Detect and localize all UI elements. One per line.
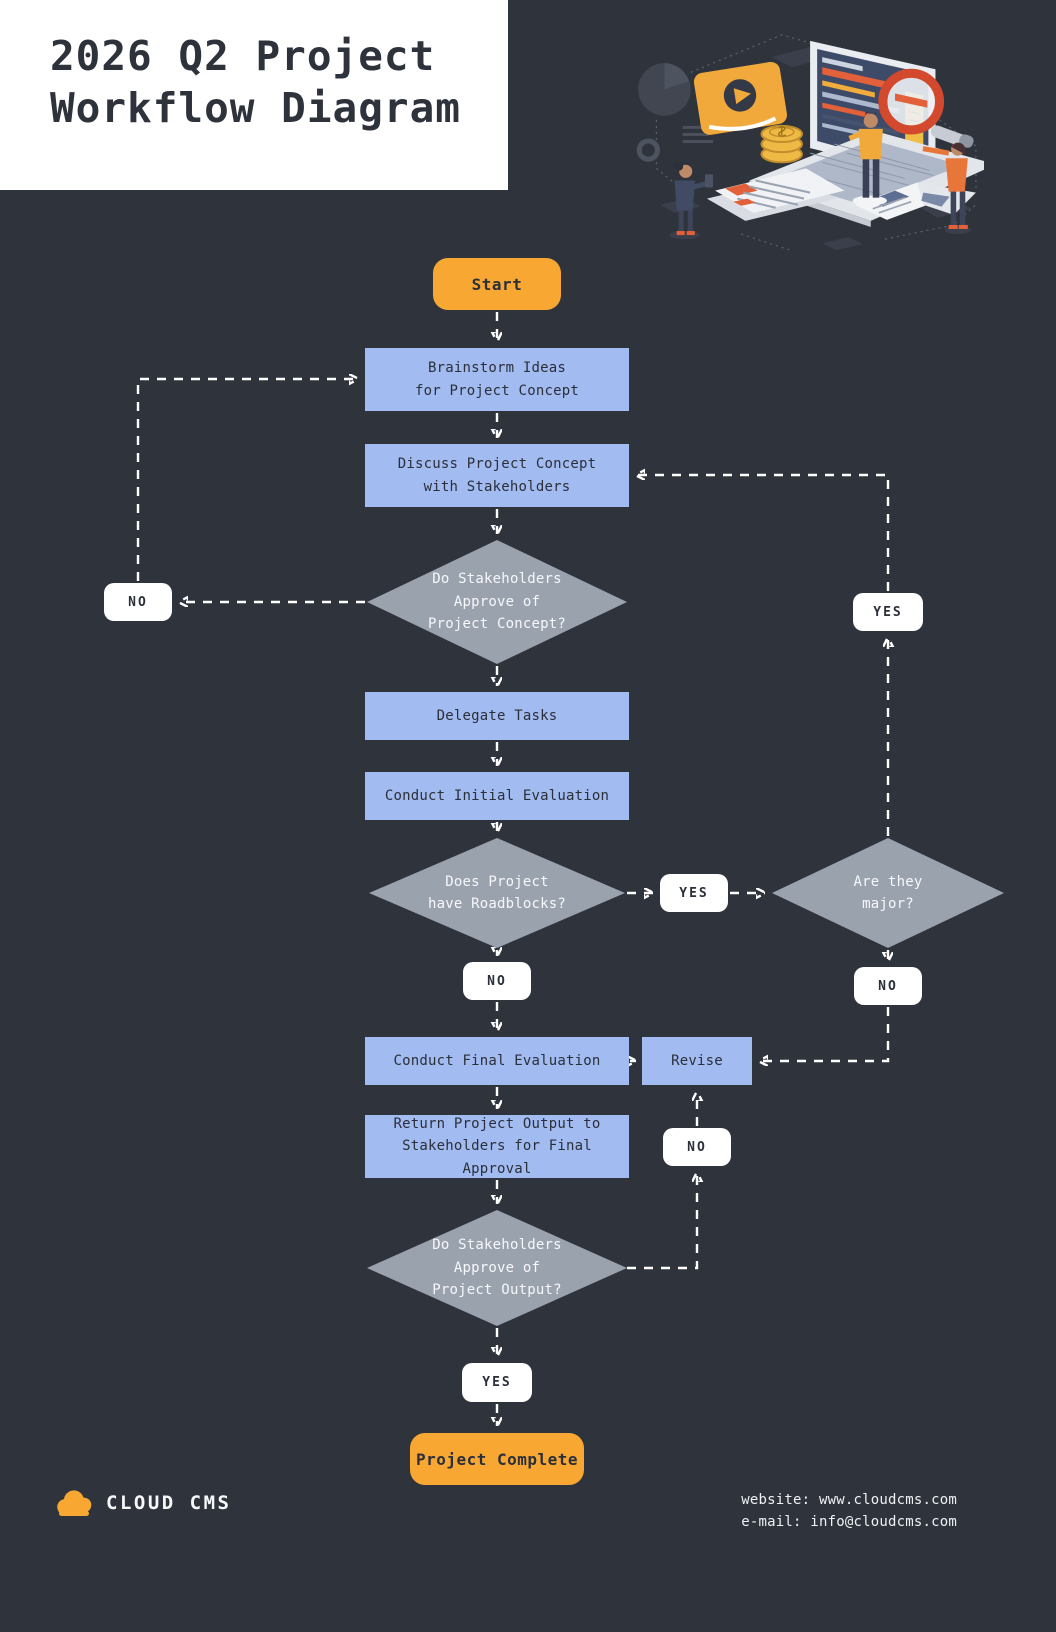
no-label-right: NO	[854, 967, 922, 1005]
final-evaluation-node: Conduct Final Evaluation	[365, 1037, 629, 1085]
title-block: 2026 Q2 Project Workflow Diagram	[0, 0, 508, 190]
return-output-node: Return Project Output to Stakeholders fo…	[365, 1115, 629, 1178]
arrow-approve-output-to-no	[627, 1173, 697, 1270]
workspace-illustration	[636, 34, 984, 250]
footer-brand-name: CLOUD CMS	[106, 1492, 232, 1514]
initial-evaluation-node: Conduct Initial Evaluation	[365, 772, 629, 820]
no-label-bottom: NO	[663, 1128, 731, 1166]
complete-node: Project Complete	[410, 1433, 584, 1485]
brainstorm-node: Brainstorm Ideas for Project Concept	[365, 348, 629, 411]
documents-icon	[706, 168, 845, 221]
footer-brand: CLOUD CMS	[55, 1490, 231, 1516]
person-right	[922, 142, 971, 235]
pie-chart-icon	[636, 63, 718, 162]
no-label-mid: NO	[463, 962, 531, 1000]
yes-label-bottom: YES	[462, 1363, 532, 1402]
arrow-yes-to-discuss	[636, 475, 890, 591]
start-node: Start	[433, 258, 561, 310]
magnifier-icon	[878, 68, 974, 148]
delegate-tasks-node: Delegate Tasks	[365, 692, 629, 740]
person-left	[669, 161, 714, 240]
cloud-icon	[57, 1490, 92, 1516]
coins-icon	[760, 124, 804, 164]
discuss-node: Discuss Project Concept with Stakeholder…	[365, 444, 629, 507]
video-player-icon	[693, 61, 788, 135]
yes-label-mid: YES	[660, 874, 728, 912]
yes-label-right: YES	[853, 593, 923, 631]
footer-contact: website: www.cloudcms.com e-mail: info@c…	[741, 1490, 957, 1533]
footer-email: e-mail: info@cloudcms.com	[741, 1513, 957, 1530]
person-center	[848, 111, 887, 206]
no-label-left: NO	[104, 583, 172, 621]
arrow-no-to-brainstorm	[136, 379, 358, 581]
page-title: 2026 Q2 Project Workflow Diagram	[50, 32, 461, 133]
arrow-no-to-revise-right	[759, 1007, 890, 1061]
revise-node: Revise	[642, 1037, 752, 1085]
footer-website: website: www.cloudcms.com	[741, 1492, 957, 1508]
